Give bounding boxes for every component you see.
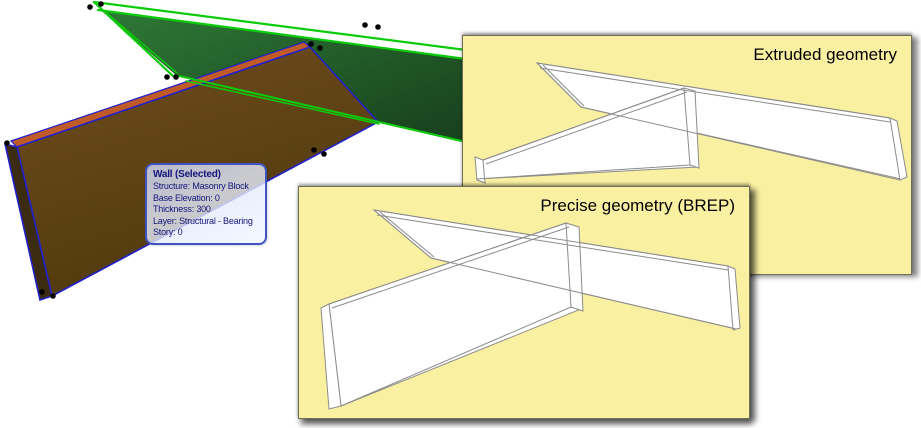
brep-geometry-label: Precise geometry (BREP) [540, 196, 735, 215]
extruded-wall-edges [476, 62, 901, 181]
selection-handle [164, 74, 170, 80]
brep-wireframe [320, 209, 741, 410]
wireframe-wall-end-face [727, 265, 741, 331]
green-wall-bottom-edges [174, 74, 467, 143]
wall-info-tooltip: Wall (Selected) Structure: Masonry Block… [145, 163, 267, 245]
selection-handle [39, 289, 45, 295]
brep-wall-edges [328, 209, 737, 407]
extruded-geometry-label: Extruded geometry [753, 45, 897, 64]
tooltip-line-story: Story: 0 [153, 227, 183, 238]
tooltip-line-thickness: Thickness: 300 [153, 204, 211, 215]
extruded-wall-faces [474, 62, 908, 184]
selection-handle [98, 1, 104, 7]
tooltip-line-layer: Layer: Structural - Bearing [153, 215, 253, 226]
selection-handle [308, 41, 314, 47]
brep-wall-faces [320, 209, 741, 410]
tooltip-line-base-elevation: Base Elevation: 0 [153, 192, 220, 203]
selection-hotspots[interactable] [4, 1, 381, 299]
selection-handle [362, 22, 368, 28]
selection-handle [317, 45, 323, 51]
wireframe-wall-end-face [683, 87, 700, 169]
selection-handle [87, 4, 93, 10]
brep-geometry-panel: Precise geometry (BREP) [298, 186, 750, 419]
green-wall-top-face [94, 2, 466, 58]
extruded-wireframe [474, 62, 908, 184]
wireframe-wall-end-face [889, 117, 908, 181]
tooltip-line-structure: Structure: Masonry Block [153, 181, 249, 191]
selection-handle [173, 74, 179, 80]
selection-handle [375, 24, 381, 30]
wireframe-wall-end-face [474, 156, 486, 184]
selection-handle [4, 140, 10, 146]
selection-handle [311, 147, 317, 153]
green-wall-edges [92, 0, 468, 78]
tooltip-title: Wall (Selected) [153, 169, 221, 180]
selection-handle [321, 151, 327, 157]
selection-handle [50, 293, 56, 299]
